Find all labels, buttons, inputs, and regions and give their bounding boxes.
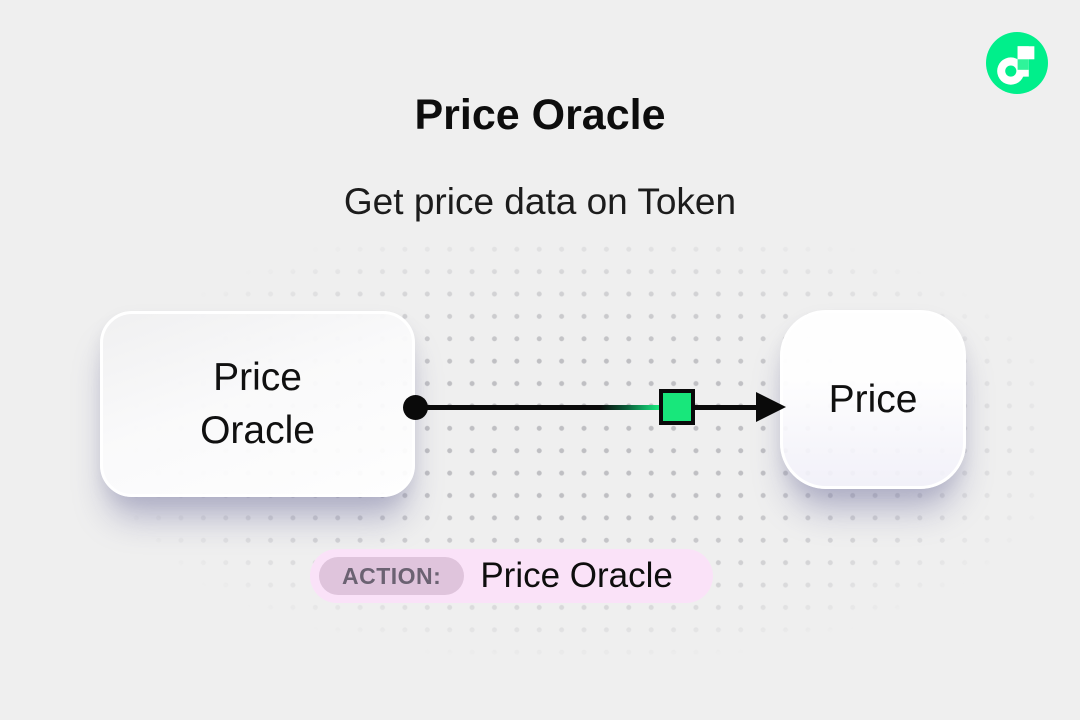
flow-logo-icon xyxy=(986,32,1048,94)
node-price-oracle-label: Price Oracle xyxy=(200,355,315,452)
connector-action-square-marker xyxy=(659,389,695,425)
connector-arrowhead-icon xyxy=(756,392,786,422)
node-price: Price xyxy=(780,310,966,489)
connector-line-green-gradient xyxy=(600,405,659,410)
connector-start-dot xyxy=(403,395,428,420)
page-subtitle: Get price data on Token xyxy=(343,181,737,222)
node-price-oracle: Price Oracle xyxy=(100,311,415,497)
action-badge: ACTION: Price Oracle xyxy=(310,549,713,603)
action-badge-label: ACTION: xyxy=(319,557,465,595)
connector-line xyxy=(415,405,762,410)
node-price-label: Price xyxy=(828,377,918,421)
action-badge-value: Price Oracle xyxy=(480,556,673,595)
page-title: Price Oracle xyxy=(414,90,666,139)
